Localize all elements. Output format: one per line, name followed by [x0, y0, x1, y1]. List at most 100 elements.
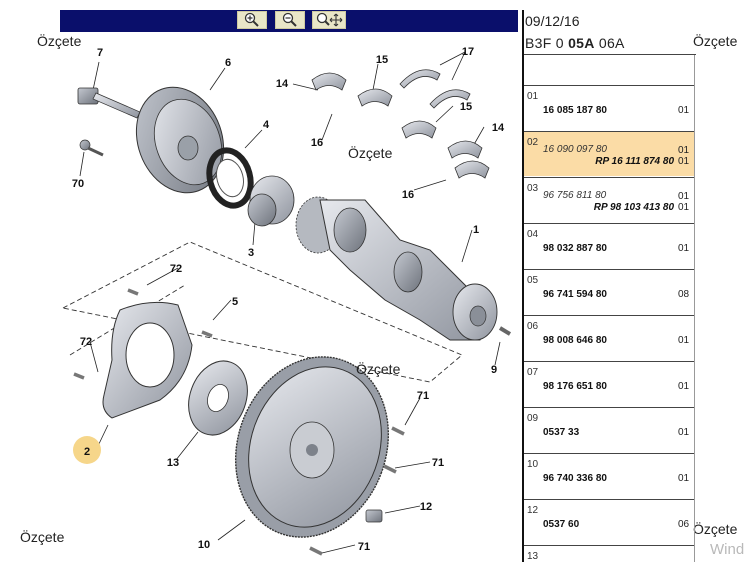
adapter-plate-part	[102, 301, 193, 419]
part-quantity: 01	[678, 381, 690, 392]
callout-15[interactable]: 15	[460, 101, 472, 113]
callout-71[interactable]: 71	[417, 390, 429, 402]
row-index: 04	[527, 229, 539, 240]
header-divider	[524, 54, 696, 55]
callout-70[interactable]: 70	[72, 178, 84, 190]
replacement-reference: RP 98 103 413 80	[593, 202, 674, 213]
watermark-text: Özçete	[693, 33, 738, 49]
part-quantity: 01	[678, 473, 690, 484]
part-quantity: 01	[678, 427, 690, 438]
reluctor-ring-part	[188, 360, 248, 436]
callout-17[interactable]: 17	[462, 46, 474, 58]
row-index: 06	[527, 321, 539, 332]
part-reference: 0537 33	[543, 427, 580, 438]
code-part-b: 0	[555, 35, 564, 51]
row-index: 07	[527, 367, 539, 378]
small-bolt-part	[79, 139, 104, 157]
callout-72[interactable]: 72	[80, 336, 92, 348]
callout-3[interactable]: 3	[248, 247, 254, 259]
callout-2[interactable]: 2	[84, 446, 90, 458]
part-quantity: 01	[678, 156, 690, 167]
code-part-c: 05A	[568, 35, 595, 51]
callout-12[interactable]: 12	[420, 501, 432, 513]
part-reference: 98 032 887 80	[543, 243, 607, 254]
row-index: 10	[527, 459, 539, 470]
callout-10[interactable]: 10	[198, 539, 210, 551]
callout-13[interactable]: 13	[167, 457, 179, 469]
zoom-in-button[interactable]	[237, 11, 267, 29]
diagram-toolbar	[60, 10, 518, 32]
catalog-date: 09/12/16	[525, 13, 580, 29]
callout-72[interactable]: 72	[170, 263, 182, 275]
part-reference: 96 740 336 80	[543, 473, 607, 484]
parts-row[interactable]: 13	[524, 545, 694, 562]
row-index: 03	[527, 183, 539, 194]
callout-71[interactable]: 71	[432, 457, 444, 469]
part-quantity: 08	[678, 289, 690, 300]
watermark-text: Özçete	[693, 521, 738, 537]
zoom-in-icon	[244, 12, 259, 27]
parts-row[interactable]: 03 96 756 811 80 RP 98 103 413 80 01 01	[524, 177, 694, 222]
row-index: 05	[527, 275, 539, 286]
oil-seal-part	[206, 147, 254, 209]
parts-row[interactable]: 06 98 008 646 80 01	[524, 315, 694, 360]
callout-14[interactable]: 14	[492, 122, 505, 134]
flywheel-screw-part	[365, 509, 383, 523]
dowel-pin-part	[498, 326, 512, 336]
row-index: 02	[527, 137, 539, 148]
part-reference-old: 96 756 811 80	[543, 190, 607, 201]
crankshaft-part	[295, 196, 498, 341]
part-quantity: 01	[678, 145, 690, 156]
part-quantity: 06	[678, 519, 690, 530]
row-index: 09	[527, 413, 539, 424]
callout-5[interactable]: 5	[232, 296, 238, 308]
bearing-shells-part	[311, 69, 490, 179]
crank-bolt-part	[77, 87, 141, 119]
callout-9[interactable]: 9	[491, 364, 497, 376]
code-part-a: B3F	[525, 35, 552, 51]
zoom-move-button[interactable]	[312, 11, 346, 29]
parts-list-panel: 09/12/16 B3F 0 05A 06A 01 16 085 187 80 …	[522, 10, 696, 562]
row-index: 12	[527, 505, 539, 516]
part-reference: 96 741 594 80	[543, 289, 607, 300]
callout-16[interactable]: 16	[311, 137, 323, 149]
parts-row[interactable]: 12 0537 60 06	[524, 499, 694, 544]
watermark-text: Özçete	[348, 145, 393, 161]
watermark-text: Özçete	[356, 361, 401, 377]
exploded-parts-diagram: 7 6 70 4 14 15 17 15 16 16 14 3 1 72 5 7…	[61, 46, 512, 556]
callout-7[interactable]: 7	[97, 47, 103, 59]
watermark-text: Özçete	[20, 529, 65, 545]
part-reference: 16 085 187 80	[543, 105, 607, 116]
pins-part	[73, 288, 213, 380]
watermark-text: Özçete	[37, 33, 82, 49]
part-quantity: 01	[678, 202, 690, 213]
part-reference: 0537 60	[543, 519, 580, 530]
parts-row[interactable]: 05 96 741 594 80 08	[524, 269, 694, 314]
row-index: 01	[527, 91, 539, 102]
callout-4[interactable]: 4	[263, 119, 270, 131]
panel-divider	[522, 10, 524, 562]
vehicle-code: B3F 0 05A 06A	[525, 35, 625, 51]
windows-activation-watermark: Wind	[710, 541, 745, 558]
flywheel-part	[234, 356, 390, 538]
zoom-move-icon	[316, 12, 343, 27]
timing-gear-part	[247, 175, 295, 227]
callout-14[interactable]: 14	[276, 78, 289, 90]
parts-row[interactable]: 09 0537 33 01	[524, 407, 694, 452]
selected-callout-highlight	[73, 436, 101, 464]
zoom-out-button[interactable]	[275, 11, 305, 29]
parts-row[interactable]: 10 96 740 336 80 01	[524, 453, 694, 498]
panel-right-border	[694, 55, 695, 562]
callout-71[interactable]: 71	[358, 541, 370, 553]
callout-6[interactable]: 6	[225, 57, 231, 69]
callout-1[interactable]: 1	[473, 224, 479, 236]
parts-row[interactable]: 04 98 032 887 80 01	[524, 223, 694, 268]
callout-15[interactable]: 15	[376, 54, 388, 66]
parts-row[interactable]: 07 98 176 651 80 01	[524, 361, 694, 406]
part-quantity: 01	[678, 191, 690, 202]
callout-16[interactable]: 16	[402, 189, 414, 201]
part-reference: 98 176 651 80	[543, 381, 607, 392]
parts-row-selected[interactable]: 02 16 090 097 80 RP 16 111 874 80 01 01	[524, 131, 694, 176]
parts-row[interactable]: 01 16 085 187 80 01	[524, 85, 694, 130]
zoom-out-icon	[282, 12, 297, 27]
